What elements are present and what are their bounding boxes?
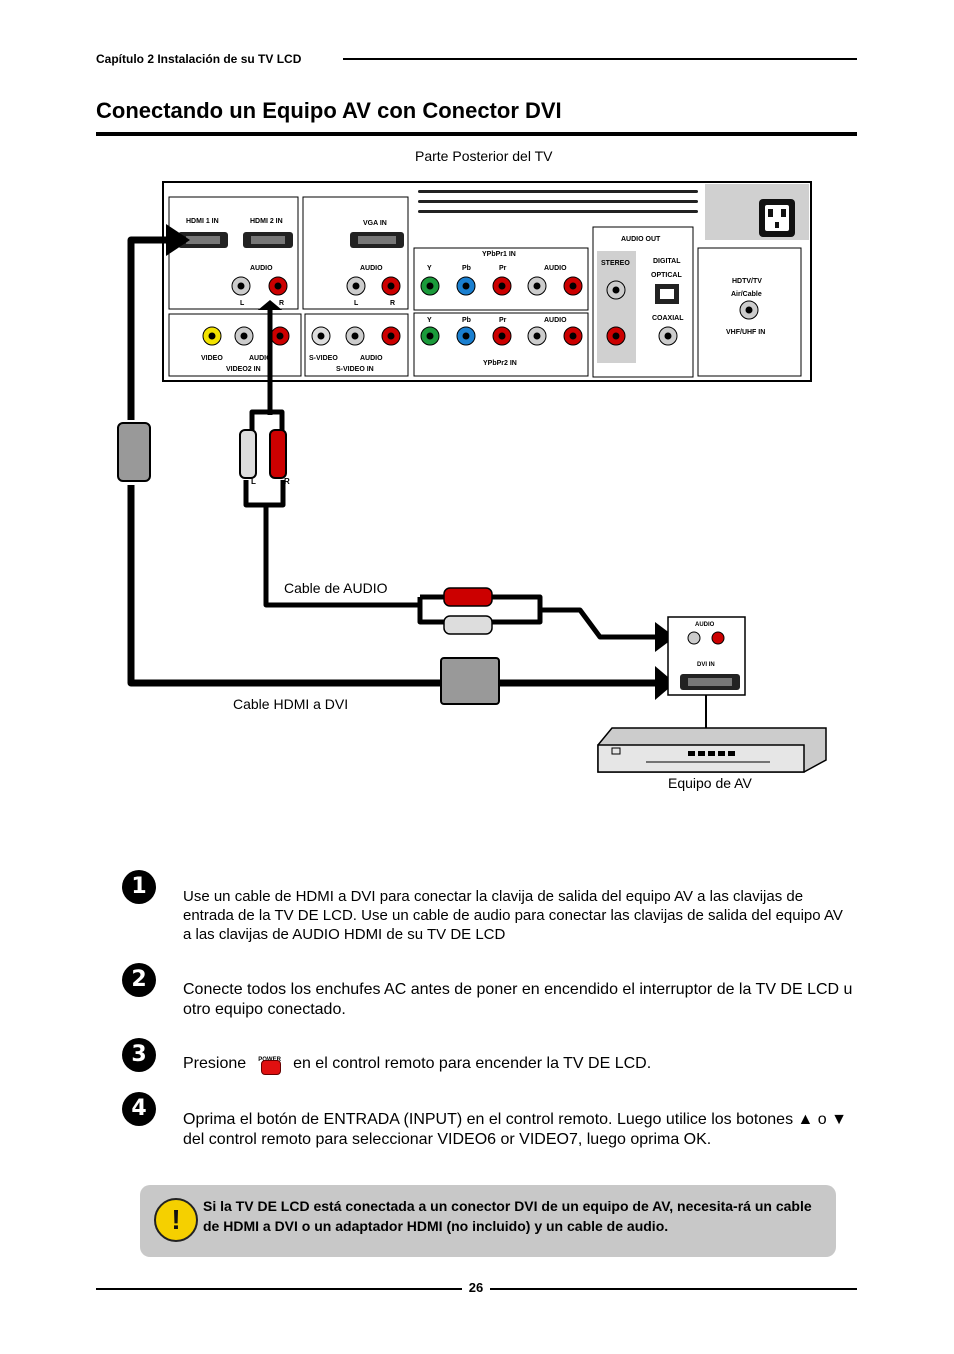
step-2-number: 2 xyxy=(122,963,156,997)
av-audio-label: AUDIO xyxy=(695,622,715,628)
step-1-number: 1 xyxy=(122,870,156,904)
av-dvi-label: DVI IN xyxy=(697,662,715,668)
tv-back-panel xyxy=(162,181,812,382)
ypbpr2-label: YPbPr2 IN xyxy=(483,360,517,367)
vga-audio-label: AUDIO xyxy=(360,265,383,272)
power-button-icon: POWER xyxy=(257,1052,283,1076)
hdmi-l-label: L xyxy=(240,300,245,307)
pb1-label: Pb xyxy=(462,265,471,272)
ypbpr1-label: YPbPr1 IN xyxy=(482,251,516,258)
step-3-number: 3 xyxy=(122,1038,156,1072)
note-box xyxy=(140,1185,836,1257)
step-4-number: 4 xyxy=(122,1092,156,1126)
note-text: Si la TV DE LCD está conectada a un cone… xyxy=(203,1198,812,1234)
optical-label: OPTICAL xyxy=(651,272,682,279)
hdtv-label: HDTV/TV xyxy=(732,278,762,285)
connection-diagram xyxy=(117,181,827,773)
hdmi1-label: HDMI 1 IN xyxy=(186,218,219,225)
video2-audio-label: AUDIO xyxy=(249,355,272,362)
step-2-text: Conecte todos los enchufes AC antes de p… xyxy=(183,981,853,1018)
footer-rule-left xyxy=(96,1288,462,1290)
plug-r-label: R xyxy=(284,477,290,486)
vga-r-label: R xyxy=(390,300,396,307)
page-title: Conectando un Equipo AV con Conector DVI xyxy=(96,98,562,123)
audio-cable xyxy=(243,409,660,640)
av-device xyxy=(597,727,827,773)
step-3-text-after: en el control remoto para encender la TV… xyxy=(293,1055,652,1073)
hdmi-dvi-cable-caption: Cable HDMI a DVI xyxy=(233,696,349,712)
y2-label: Y xyxy=(427,317,432,324)
audio-cable-caption: Cable de AUDIO xyxy=(284,580,388,596)
vga-l-label: L xyxy=(354,300,359,307)
stereo-label: STEREO xyxy=(601,260,630,267)
svideo-label: S-VIDEO xyxy=(309,355,338,362)
hdmi-r-label: R xyxy=(279,300,285,307)
footer-rule-right xyxy=(490,1288,857,1290)
pb2-label: Pb xyxy=(462,317,471,324)
y1-label: Y xyxy=(427,265,432,272)
av-device-caption: Equipo de AV xyxy=(668,775,752,791)
step-1-text: Use un cable de HDMI a DVI para conectar… xyxy=(183,888,843,943)
hdmi2-label: HDMI 2 IN xyxy=(250,218,283,225)
pr2-label: Pr xyxy=(499,317,507,324)
hdmi-audio-label: AUDIO xyxy=(250,265,273,272)
step-3-text: Presione POWER en el control remoto para… xyxy=(183,1052,853,1076)
audio-out-label: AUDIO OUT xyxy=(621,236,661,243)
video-label: VIDEO xyxy=(201,355,223,362)
tv-back-caption: Parte Posterior del TV xyxy=(415,148,553,164)
title-rule xyxy=(96,132,857,136)
digital-label: DIGITAL xyxy=(653,258,681,265)
ypbpr1-audio-label: AUDIO xyxy=(544,265,567,272)
vga-label: VGA IN xyxy=(363,220,387,227)
page-number: 26 xyxy=(468,1280,484,1295)
warning-icon: ! xyxy=(154,1198,198,1242)
vhf-uhf-label: VHF/UHF IN xyxy=(726,329,766,336)
plug-l-label: L xyxy=(251,477,256,486)
svideo-audio-label: AUDIO xyxy=(360,355,383,362)
air-cable-label: Air/Cable xyxy=(731,291,762,298)
svideo-in-label: S-VIDEO IN xyxy=(336,366,374,373)
coaxial-label: COAXIAL xyxy=(652,315,684,322)
hdmi-dvi-cable xyxy=(127,236,660,687)
ypbpr2-audio-label: AUDIO xyxy=(544,317,567,324)
step-3-text-before: Presione xyxy=(183,1055,247,1073)
pr1-label: Pr xyxy=(499,265,507,272)
header-rule xyxy=(343,58,857,60)
chapter-header: Capítulo 2 Instalación de su TV LCD xyxy=(96,52,302,66)
step-4-text: Oprima el botón de ENTRADA (INPUT) en el… xyxy=(183,1111,847,1148)
video2-in-label: VIDEO2 IN xyxy=(226,366,261,373)
